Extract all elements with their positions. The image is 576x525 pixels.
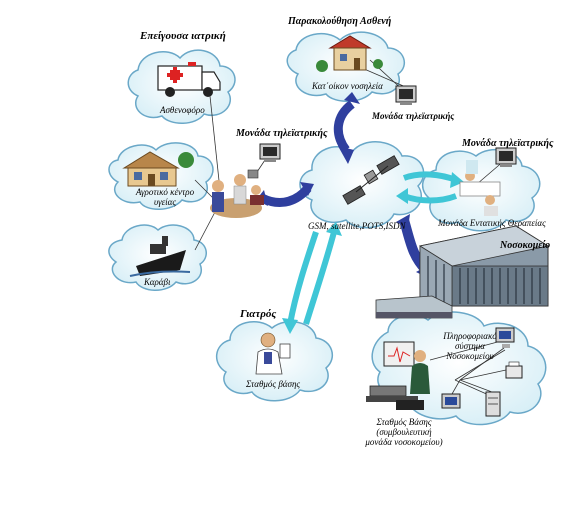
arrow-home-network [333,92,360,164]
network-label: GSM, satellite,POTS,ISDN [308,221,406,231]
patient-monitoring-label: Παρακολούθηση Ασθενή [288,16,392,27]
satellite-icon [342,155,400,205]
telemed-unit-home-label: Μονάδα τηλεϊατρικής [372,111,455,121]
icu-scene-icon [459,160,501,216]
rural-center-label: Αγροτικό κέντρο υγείας [135,187,195,207]
hospital-base-label-line1: Σταθμός Βάσης [376,417,432,427]
home-care-icon [316,35,383,72]
base-station-label: Σταθμός βάσης [246,379,301,389]
hospital-label: Νοσοκομείο [500,240,551,251]
hospital-base-label-line3: μονάδα νοσοκομείου) [365,436,443,447]
emergency-scene-icon [210,169,264,218]
ambulance-label: Ασθενοφόρο [160,105,205,115]
hospital-building-icon [375,225,550,319]
his-label: Πληροφοριακό σύστημα Νοσοκομείου [440,331,500,362]
home-care-label: Κατ΄οίκον νοσηλεία [312,81,383,91]
icu-label: Μονάδα Εντατικής Θεραπείας [438,218,546,228]
arrow-network-doctor [282,222,342,334]
doctor-label: Γιατρός [240,308,277,320]
his-label-line2: σύστημα [455,340,485,351]
telemed-unit-left-icon [259,143,281,162]
rural-center-icon [122,151,194,187]
emergency-label: Επείγουσα ιατρική [140,30,226,42]
arrow-left-network [256,182,314,207]
hospital-base-station-icon [366,341,430,410]
his-label-line1: Πληροφοριακό [443,331,497,341]
ship-icon [129,236,191,277]
ambulance-icon [157,62,221,97]
telemed-unit-home-icon [395,85,417,105]
hospital-base-label: Σταθμός Βάσης (συμβουλευτική μονάδα νοσο… [354,417,454,448]
hospital-base-label-line2: (συμβουλευτική [376,426,432,437]
ship-label: Καράβι [144,277,171,287]
telemed-unit-right-icon [495,147,517,167]
cloud-network [299,141,425,229]
cloud-ship [108,224,207,291]
telemed-unit-right-label: Μονάδα τηλεϊατρικής [462,138,554,149]
his-label-line3: Νοσοκομείου [446,350,494,361]
doctor-icon [255,332,291,375]
telemed-unit-left-label: Μονάδα τηλεϊατρικής [236,128,328,139]
his-computers-icon [441,327,523,417]
arrow-network-icu [396,171,464,204]
